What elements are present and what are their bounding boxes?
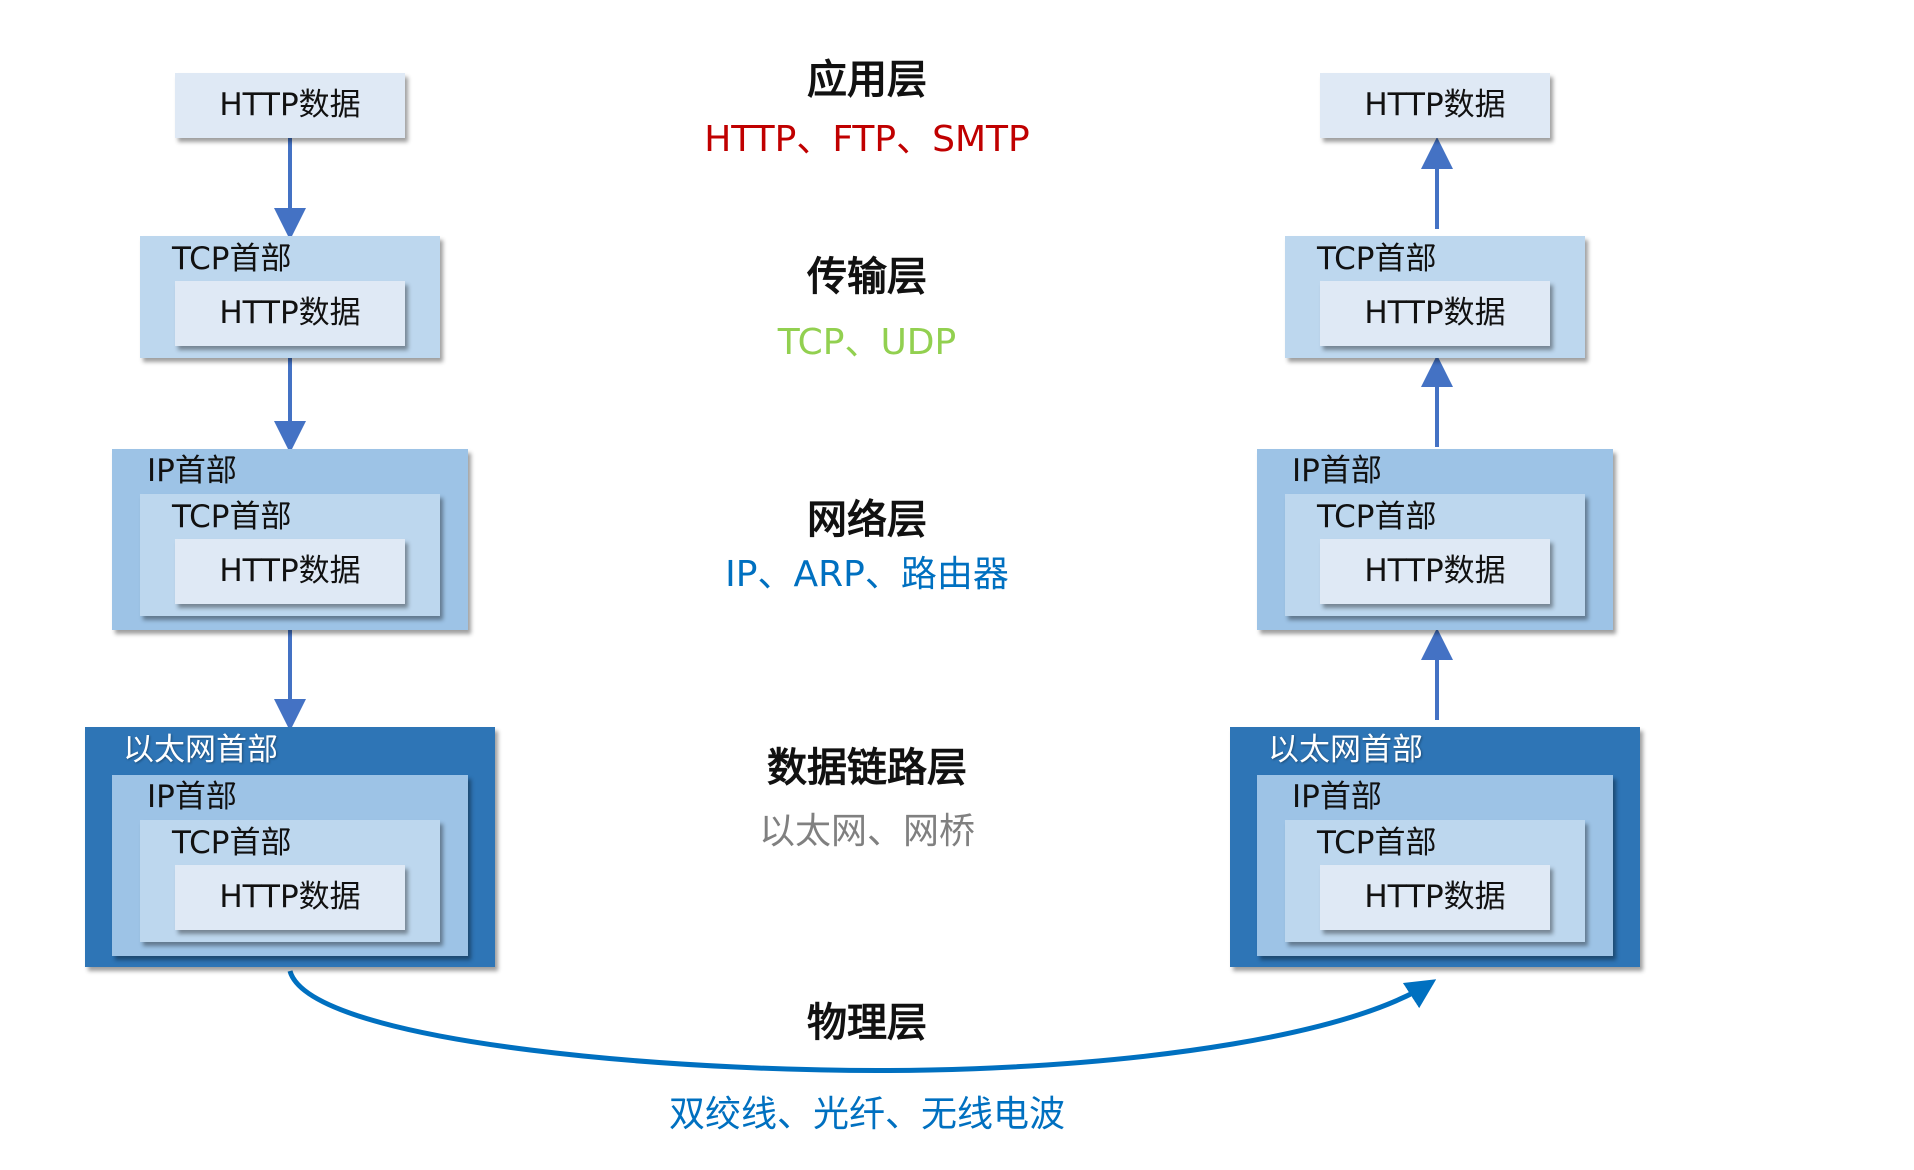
right-datalink-ethernet-box: 以太网首部 IP首部 TCP首部 HTTP数据: [1230, 727, 1640, 967]
left-datalink-ethernet-box: 以太网首部 IP首部 TCP首部 HTTP数据: [85, 727, 495, 967]
http-data-label: HTTP数据: [1364, 553, 1506, 589]
right-transport-tcp-box: TCP首部 HTTP数据: [1285, 236, 1585, 358]
layer-protocols-physical: 双绞线、光纤、无线电波: [668, 1094, 1065, 1135]
layer-protocols-datalink: 以太网、网桥: [758, 811, 975, 852]
ethernet-header-label: 以太网首部: [123, 732, 278, 768]
ip-header-label: IP首部: [147, 453, 237, 489]
tcp-header-label: TCP首部: [1317, 825, 1437, 861]
http-data-label: HTTP数据: [219, 553, 361, 589]
http-data-box: HTTP数据: [175, 539, 405, 604]
layer-name-datalink: 数据链路层: [767, 745, 967, 791]
http-data-label: HTTP数据: [1364, 87, 1506, 123]
http-data-label: HTTP数据: [1364, 295, 1506, 331]
layer-name-application: 应用层: [807, 57, 927, 103]
http-data-label: HTTP数据: [219, 879, 361, 915]
http-data-box: HTTP数据: [1320, 281, 1550, 346]
http-data-box: HTTP数据: [1320, 865, 1550, 930]
tcp-box: TCP首部 HTTP数据: [140, 820, 440, 942]
physical-link-curve: [287, 970, 1437, 1074]
ip-box: IP首部 TCP首部 HTTP数据: [112, 775, 468, 956]
tcp-header-label: TCP首部: [1317, 241, 1437, 277]
layer-protocols-transport: TCP、UDP: [777, 322, 957, 363]
tcp-box: TCP首部 HTTP数据: [1285, 494, 1585, 616]
tcp-header-label: TCP首部: [172, 825, 292, 861]
left-transport-tcp-box: TCP首部 HTTP数据: [140, 236, 440, 358]
right-app-http-data-box: HTTP数据: [1320, 73, 1550, 138]
tcp-header-label: TCP首部: [172, 241, 292, 277]
http-data-box: HTTP数据: [175, 865, 405, 930]
layer-name-physical: 物理层: [807, 1000, 927, 1046]
left-app-http-data-box: HTTP数据: [175, 73, 405, 138]
ip-header-label: IP首部: [1292, 779, 1382, 815]
tcp-header-label: TCP首部: [172, 499, 292, 535]
http-data-label: HTTP数据: [219, 87, 361, 123]
http-data-label: HTTP数据: [219, 295, 361, 331]
http-data-label: HTTP数据: [1364, 879, 1506, 915]
layer-protocols-application: HTTP、FTP、SMTP: [704, 119, 1030, 160]
layer-name-network: 网络层: [807, 497, 927, 543]
http-data-box: HTTP数据: [175, 281, 405, 346]
tcp-box: TCP首部 HTTP数据: [1285, 820, 1585, 942]
left-network-ip-box: IP首部 TCP首部 HTTP数据: [112, 449, 468, 630]
tcp-box: TCP首部 HTTP数据: [140, 494, 440, 616]
layer-protocols-network: IP、ARP、路由器: [725, 554, 1009, 595]
http-data-box: HTTP数据: [1320, 539, 1550, 604]
ethernet-header-label: 以太网首部: [1268, 732, 1423, 768]
tcp-header-label: TCP首部: [1317, 499, 1437, 535]
layer-name-transport: 传输层: [807, 254, 927, 300]
ip-header-label: IP首部: [1292, 453, 1382, 489]
ip-header-label: IP首部: [147, 779, 237, 815]
ip-box: IP首部 TCP首部 HTTP数据: [1257, 775, 1613, 956]
right-network-ip-box: IP首部 TCP首部 HTTP数据: [1257, 449, 1613, 630]
